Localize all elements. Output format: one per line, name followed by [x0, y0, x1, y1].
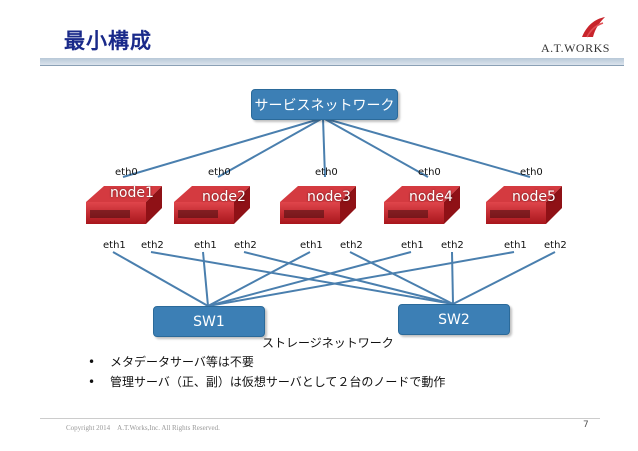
node5-eth2-label: eth2	[544, 240, 567, 251]
storage-link-n2-eth2	[243, 251, 454, 305]
storage-link-n3-eth2	[349, 251, 454, 305]
node2-label: node2	[202, 189, 246, 205]
storage-links	[112, 251, 556, 307]
node5-eth0-label: eth0	[520, 167, 543, 178]
node4-label: node4	[409, 189, 453, 205]
node3-label: node3	[307, 189, 351, 205]
storage-link-n4-eth1	[207, 251, 412, 307]
service-link-2	[217, 117, 324, 178]
copyright-footer: Copyright 2014 A.T.Works,Inc. All Rights…	[66, 424, 220, 432]
server-node1-icon	[86, 186, 162, 224]
sw1-box: SW1	[153, 306, 265, 337]
logo-text: A.T.WORKS	[541, 41, 610, 55]
node2-eth1-label: eth1	[194, 240, 217, 251]
node1-label: node1	[110, 185, 154, 201]
node3-eth1-label: eth1	[300, 240, 323, 251]
storage-link-n3-eth1	[207, 251, 311, 307]
storage-link-n1-eth1	[112, 251, 209, 307]
server-node2-icon	[174, 186, 250, 224]
service-link-1	[122, 117, 324, 178]
node2-eth0-label: eth0	[208, 167, 231, 178]
service-network-box: サービスネットワーク	[251, 89, 398, 120]
node4-eth2-label: eth2	[441, 240, 464, 251]
storage-link-n4-eth2	[451, 251, 454, 305]
bullet-text: 管理サーバ（正、副）は仮想サーバとして２台のノードで動作	[110, 375, 446, 389]
storage-link-n5-eth2	[452, 251, 556, 305]
storage-link-n1-eth2	[150, 251, 454, 305]
storage-link-n2-eth1	[202, 251, 209, 307]
service-link-5	[322, 117, 531, 178]
node3-eth0-label: eth0	[315, 167, 338, 178]
service-link-4	[322, 117, 429, 178]
sw2-box: SW2	[398, 304, 510, 335]
at-works-logo-icon	[582, 17, 605, 38]
node2-eth2-label: eth2	[234, 240, 257, 251]
bullet-item: •メタデータサーバ等は不要	[88, 352, 445, 372]
bullet-list: •メタデータサーバ等は不要 •管理サーバ（正、副）は仮想サーバとして２台のノード…	[88, 352, 445, 392]
node4-eth1-label: eth1	[401, 240, 424, 251]
server-node5-icon	[486, 186, 562, 224]
storage-link-n5-eth1	[207, 251, 515, 307]
page-title: 最小構成	[64, 29, 152, 53]
node3-eth2-label: eth2	[340, 240, 363, 251]
node4-eth0-label: eth0	[418, 167, 441, 178]
service-link-3	[322, 117, 326, 178]
node5-label: node5	[512, 189, 556, 205]
storage-network-label: ストレージネットワーク	[262, 336, 394, 350]
node1-eth1-label: eth1	[103, 240, 126, 251]
title-rule-line	[40, 65, 624, 66]
bullet-item: •管理サーバ（正、副）は仮想サーバとして２台のノードで動作	[88, 372, 445, 392]
node1-eth2-label: eth2	[141, 240, 164, 251]
footer-divider	[40, 418, 600, 419]
service-links	[122, 117, 531, 178]
node1-eth0-label: eth0	[115, 167, 138, 178]
node5-eth1-label: eth1	[504, 240, 527, 251]
server-node4-icon	[384, 186, 460, 224]
page-number: 7	[583, 420, 589, 430]
title-rule	[40, 58, 624, 66]
server-node3-icon	[280, 186, 356, 224]
bullet-text: メタデータサーバ等は不要	[110, 355, 254, 369]
